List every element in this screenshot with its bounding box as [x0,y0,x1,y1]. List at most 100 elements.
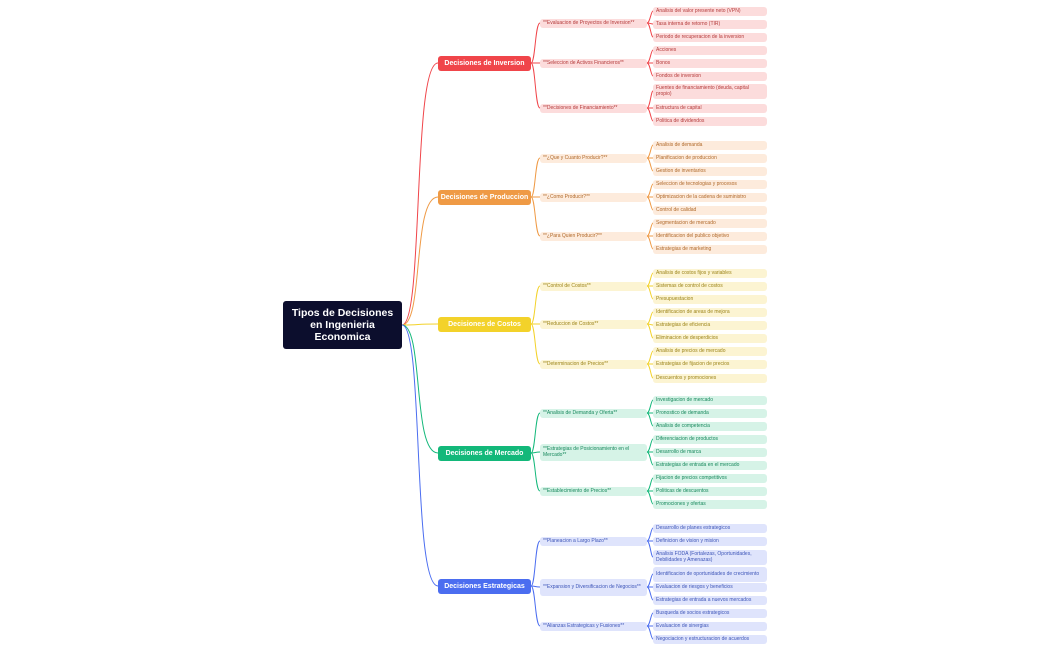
subcategory-node[interactable]: **Analisis de Demanda y Oferta** [540,408,647,418]
subcategory-node[interactable]: **Control de Costos** [540,281,647,291]
leaf-node[interactable]: Analisis de precios de mercado [653,346,767,356]
subcategory-node[interactable]: **¿Como Producir?** [540,192,647,202]
leaf-node[interactable]: Sistemas de control de costos [653,281,767,291]
root-connector [401,62,439,326]
category-connector [530,585,541,588]
subcategory-node[interactable]: **Decisiones de Financiamiento** [540,103,647,113]
leaf-node[interactable]: Diferenciacion de productos [653,434,767,444]
leaf-node[interactable]: Gestion de inventarios [653,166,767,176]
leaf-node[interactable]: Control de calidad [653,205,767,215]
leaf-node[interactable]: Descuentos y promociones [653,373,767,383]
subcategory-node[interactable]: **Reduccion de Costos** [540,319,647,329]
category-connector [530,196,541,237]
subcategory-node[interactable]: **Estrategias de Posicionamiento en el M… [540,443,647,461]
root-connector [401,324,439,587]
leaf-node[interactable]: Identificacion de areas de mejora [653,307,767,317]
subcategory-node[interactable]: **¿Que y Cuanto Producir?** [540,153,647,163]
leaf-node[interactable]: Fijacion de precios competitivos [653,473,767,483]
subcategory-node[interactable]: **¿Para Quien Producir?** [540,231,647,241]
subcategory-connector [646,107,654,122]
root-node[interactable]: Tipos de Decisiones en Ingenieria Econom… [283,301,402,349]
leaf-node[interactable]: Seleccion de tecnologias y procesos [653,179,767,189]
leaf-node[interactable]: Estrategias de marketing [653,244,767,254]
leaf-node[interactable]: Identificacion de oportunidades de creci… [653,566,767,582]
subcategory-connector [646,490,654,505]
category-connector [530,157,541,198]
category-connector [530,285,541,325]
subcategory-connector [646,625,654,640]
subcategory-connector [646,196,654,211]
subcategory-node[interactable]: **Evaluacion de Proyectos de Inversion** [540,18,647,28]
category-node[interactable]: Decisiones de Produccion [438,189,531,205]
subcategory-connector [646,323,654,339]
leaf-node[interactable]: Estructura de capital [653,103,767,113]
leaf-node[interactable]: Politicas de descuentos [653,486,767,496]
leaf-node[interactable]: Presupuestacion [653,294,767,304]
subcategory-connector [646,363,654,379]
subcategory-connector [646,157,654,172]
subcategory-connector [646,285,654,300]
leaf-node[interactable]: Optimizacion de la cadena de suministro [653,192,767,202]
root-connector [401,196,439,326]
leaf-node[interactable]: Periodo de recuperacion de la inversion [653,32,767,42]
subcategory-connector [646,540,654,558]
leaf-node[interactable]: Analisis FODA (Fortalezas, Oportunidades… [653,549,767,565]
root-connector [401,324,439,454]
leaf-node[interactable]: Identificacion del publico objetivo [653,231,767,241]
leaf-node[interactable]: Analisis de competencia [653,421,767,431]
category-node[interactable]: Decisiones de Costos [438,316,531,332]
leaf-node[interactable]: Evaluacion de sinergias [653,621,767,631]
leaf-node[interactable]: Acciones [653,45,767,55]
leaf-node[interactable]: Tasa interna de retorno (TIR) [653,19,767,29]
leaf-node[interactable]: Busqueda de socios estrategicos [653,608,767,618]
leaf-node[interactable]: Planificacion de produccion [653,153,767,163]
subcategory-node[interactable]: **Establecimiento de Precios** [540,486,647,496]
leaf-node[interactable]: Definicion de vision y mision [653,536,767,546]
category-connector [530,540,541,587]
leaf-node[interactable]: Estrategias de entrada a nuevos mercados [653,595,767,605]
leaf-node[interactable]: Pronostico de demanda [653,408,767,418]
leaf-node[interactable]: Estrategias de fijacion de precios [653,359,767,369]
leaf-node[interactable]: Promociones y ofertas [653,499,767,509]
category-connector [530,451,541,454]
leaf-node[interactable]: Negociacion y estructuracion de acuerdos [653,634,767,644]
leaf-node[interactable]: Bonos [653,58,767,68]
leaf-node[interactable]: Evaluacion de riesgos y beneficios [653,582,767,592]
leaf-node[interactable]: Estrategias de entrada en el mercado [653,460,767,470]
leaf-node[interactable]: Desarrollo de marca [653,447,767,457]
root-connector [401,323,439,326]
leaf-node[interactable]: Analisis de demanda [653,140,767,150]
category-node[interactable]: Decisiones Estrategicas [438,578,531,594]
leaf-node[interactable]: Analisis del valor presente neto (VPN) [653,6,767,16]
leaf-node[interactable]: Eliminacion de desperdicios [653,333,767,343]
leaf-node[interactable]: Segmentacion de mercado [653,218,767,228]
leaf-node[interactable]: Investigacion de mercado [653,395,767,405]
subcategory-connector [646,235,654,250]
subcategory-node[interactable]: **Alianzas Estrategicas y Fusiones** [540,621,647,631]
subcategory-connector [646,412,654,427]
leaf-node[interactable]: Fondos de inversion [653,71,767,81]
leaf-node[interactable]: Analisis de costos fijos y variables [653,268,767,278]
leaf-node[interactable]: Fuentes de financiamiento (deuda, capita… [653,83,767,99]
leaf-node[interactable]: Estrategias de eficiencia [653,320,767,330]
subcategory-connector [646,451,654,466]
category-node[interactable]: Decisiones de Inversion [438,55,531,71]
leaf-node[interactable]: Desarrollo de planes estrategicos [653,523,767,533]
subcategory-node[interactable]: **Expansion y Diversificacion de Negocio… [540,578,647,596]
leaf-node[interactable]: Politica de dividendos [653,116,767,126]
subcategory-connector [646,62,654,77]
category-connector [530,62,541,109]
subcategory-node[interactable]: **Determinacion de Precios** [540,359,647,369]
category-node[interactable]: Decisiones de Mercado [438,445,531,461]
category-connector [530,452,541,492]
category-connector [530,585,541,627]
category-connector [530,22,541,64]
subcategory-connector [646,22,654,38]
subcategory-node[interactable]: **Planeacion a Largo Plazo** [540,536,647,546]
subcategory-connector [646,586,654,601]
subcategory-node[interactable]: **Seleccion de Activos Financieros** [540,58,647,68]
category-connector [530,412,541,454]
category-connector [530,323,541,365]
